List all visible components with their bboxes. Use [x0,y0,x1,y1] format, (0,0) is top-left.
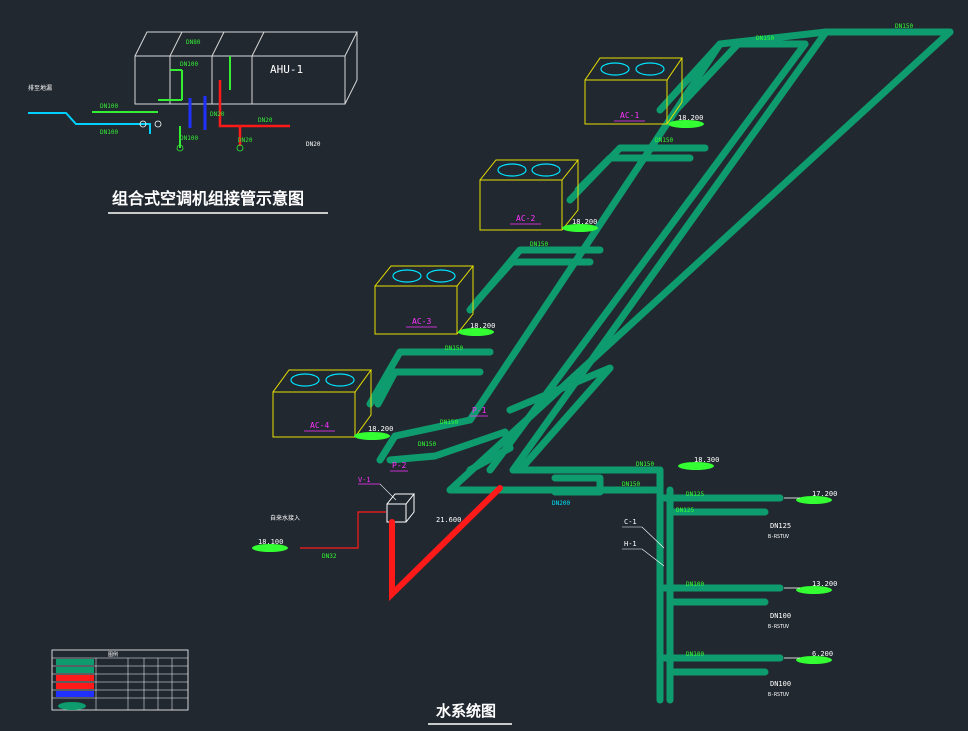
tank-label: V-1 [358,476,371,484]
branch-1-sub: B-RSTUV [768,534,789,540]
pipe-label: DN100 [686,581,704,588]
elevation-markers [252,120,832,664]
ac-unit-2 [479,159,580,231]
fan-icon [497,163,527,177]
pipe-label: DN150 [895,23,913,30]
branch-3-sub: B-RSTUV [768,692,789,698]
elev-ac-4: 18.200 [368,425,393,433]
branch-end-arrows [784,497,800,659]
ac-unit-4 [272,369,372,438]
elev-ac-2: 18.200 [572,218,597,226]
ahu-label: AHU-1 [270,63,303,76]
fan-icon [531,163,561,177]
elev-branch-2: 13.200 [812,580,837,588]
elev-supply-start: 18.100 [258,538,283,546]
elev-tank: 21.600 [436,516,461,524]
ac-units [272,57,683,438]
pipe-label: DN150 [440,419,458,426]
legend-table: 图例 [51,649,189,711]
pump-labels: P-1 P-2 [392,406,487,470]
fan-icon [600,62,630,76]
fan-icon [635,62,665,76]
elevation-texts: 18.200 18.200 18.200 18.200 18.300 18.10… [258,114,837,658]
ac-unit-3 [374,265,475,335]
pipe-label: DN125 [676,507,694,514]
ahu-label-dn20-b: DN20 [210,111,225,118]
branch-labels: DN125 B-RSTUV DN100 B-RSTUV DN100 B-RSTU… [768,522,791,698]
ahu-blue-pipes [188,96,207,130]
ahu-pipe-labels: DN100 DN100 DN100 DN80 DN20 DN20 DN20 DN… [28,39,321,148]
ahu-red-pipes [218,80,290,146]
ahu-diagram: AHU-1 DN100 DN100 DN100 DN80 [28,31,358,214]
riser-tag-h1: H-1 [624,540,637,548]
ahu-green-pipes [92,69,183,113]
pipe-label: DN150 [655,137,673,144]
ahu-diagram-title: 组合式空调机组接管示意图 [112,189,304,208]
ahu-label-dn20-c: DN20 [238,137,253,144]
pump-2-label: P-2 [392,461,407,470]
pipe-label: DN125 [686,491,704,498]
branch-2-dn: DN100 [770,612,791,620]
fan-icon [392,269,422,283]
ahu-green-pipes-2 [179,56,231,148]
branch-2-sub: B-RSTUV [768,624,789,630]
ac-fans [290,62,665,387]
legend-title: 图例 [108,651,118,658]
red-supply-line [300,511,386,549]
pipe-label: DN150 [622,481,640,488]
ahu-label-dn100-a: DN100 [100,103,118,110]
pipe-label: DN200 [552,500,570,507]
ahu-label-dn20-a: DN20 [258,117,273,124]
water-system-title: 水系统图 [436,702,496,720]
pipe-label: DN100 [686,651,704,658]
branch-1-dn: DN125 [770,522,791,530]
riser-tag-c1: C-1 [624,518,637,526]
pipe-size-labels: DN150 DN150 DN150 DN150 DN150 DN150 DN15… [418,23,913,658]
ac-3-label: AC-3 [412,317,431,326]
source-label: 自来水接入 [270,514,300,522]
pipe-label: DN150 [756,35,774,42]
fan-icon [290,373,320,387]
ac-labels: AC-1 AC-2 AC-3 AC-4 [310,111,639,430]
pump-label-lines [390,415,488,472]
ahu-label-dn100-d: DN100 [180,135,198,142]
branch-3-dn: DN100 [770,680,791,688]
ahu-cyan-pipes [28,112,151,134]
pipe-label: DN150 [418,441,436,448]
elev-ac-3: 18.200 [470,322,495,330]
pipe-label: DN150 [445,345,463,352]
expansion-tank: V-1 [358,476,416,523]
ahu-valves [139,120,244,152]
main-pipe-network [366,28,954,704]
ac-label-underlines [304,120,645,432]
ac-4-label: AC-4 [310,421,329,430]
fan-icon [325,373,355,387]
elev-branch-3: 6.200 [812,650,833,658]
ahu-label-dn100-b: DN100 [100,129,118,136]
ahu-label-dn80: DN80 [186,39,201,46]
ac-1-label: AC-1 [620,111,639,120]
elev-ac-1: 18.200 [678,114,703,122]
ac-unit-1 [584,57,683,125]
riser-tag-leaders [622,526,665,567]
riser-tags: C-1 H-1 [624,518,637,548]
pipe-label: DN150 [530,241,548,248]
ac-2-label: AC-2 [516,214,535,223]
pump-1-label: P-1 [472,406,487,415]
ahu-label-dn100-c: DN100 [180,61,198,68]
red-makeup-pipe [389,485,503,602]
ahu-casing [134,31,358,105]
pipe-label: DN150 [636,461,654,468]
fan-icon [426,269,456,283]
elev-branch-1: 17.200 [812,490,837,498]
ahu-label-dn20-d: DN20 [306,141,321,148]
elev-riser-top: 18.300 [694,456,719,464]
supply-dn32-label: DN32 [322,553,337,560]
ahu-drain-note: 排至地漏 [28,84,52,92]
